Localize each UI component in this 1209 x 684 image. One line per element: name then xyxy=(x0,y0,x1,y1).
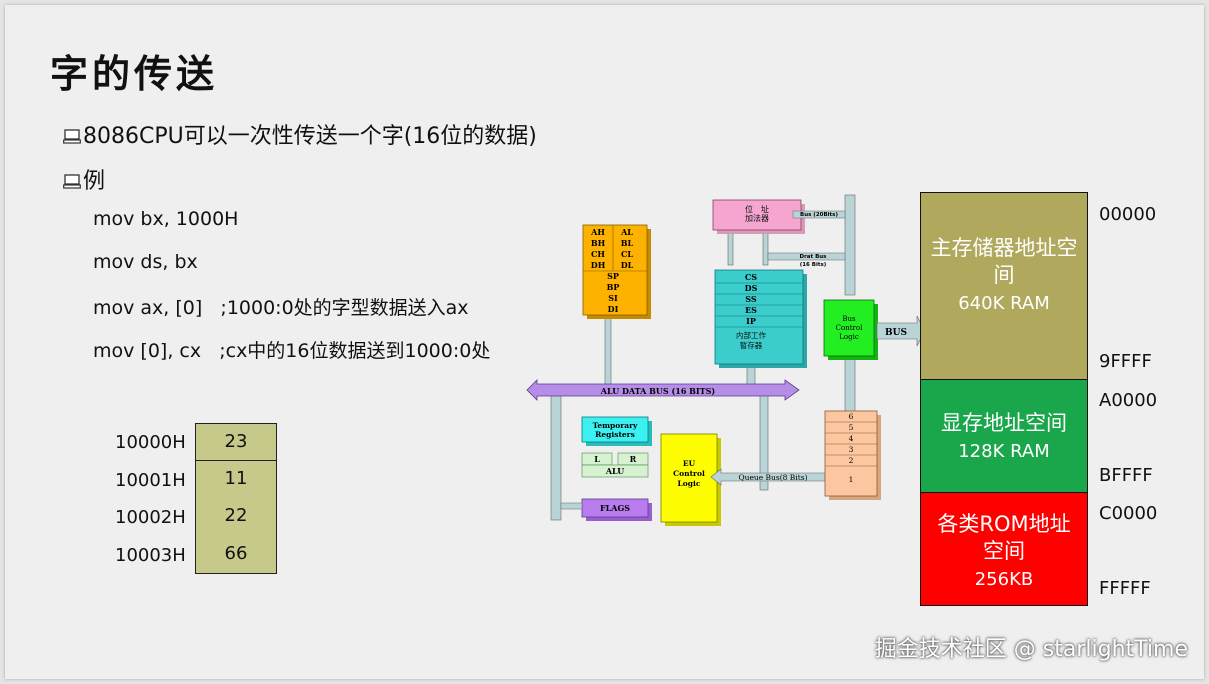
address-label: A0000 xyxy=(1099,390,1158,411)
alu xyxy=(581,464,649,478)
adder-link-line xyxy=(727,229,734,266)
flags-link xyxy=(560,502,583,510)
pointer-label: DI xyxy=(608,304,619,314)
alu-data-bus xyxy=(526,379,800,401)
watermark: 掘金技术社区 @ starlightTime xyxy=(874,637,1188,662)
queue-slot-label: 1 xyxy=(849,475,854,484)
register-label: AL xyxy=(620,227,633,237)
internal-registers-label: 内部工作暫存器 xyxy=(736,330,766,350)
address-bus-line xyxy=(792,210,846,219)
segment-label: SS xyxy=(745,294,757,304)
memory-segment-rom: 各类ROM地址空间 256KB xyxy=(920,493,1088,606)
register-label: AH xyxy=(590,227,605,237)
memory-map: 主存储器地址空间 640K RAM 显存地址空间 128K RAM 各类ROM地… xyxy=(920,192,1088,606)
external-bus-label: BUS xyxy=(885,328,907,338)
register-block xyxy=(582,224,648,316)
register-label: DL xyxy=(621,260,634,270)
memory-value: 66 xyxy=(195,535,277,574)
segment-label: IP xyxy=(746,316,756,326)
adder-link-line xyxy=(762,229,769,266)
queue-slot-label: 5 xyxy=(849,423,854,432)
memory-address: 10000H xyxy=(115,432,186,453)
bullet-text: 例 xyxy=(83,169,106,194)
alu-left-label: L xyxy=(594,454,600,464)
register-label: CH xyxy=(591,249,605,259)
queue-feed-line xyxy=(844,354,856,416)
slide: 字的传送 8086CPU可以一次性传送一个字(16位的数据) 例 mov bx,… xyxy=(5,5,1204,679)
segment-size: 128K RAM xyxy=(958,441,1050,462)
flags-bus-line xyxy=(550,394,562,521)
register-bus-line xyxy=(604,314,612,386)
slide-title: 字的传送 xyxy=(50,51,219,96)
data-bus-line xyxy=(767,252,846,261)
address-adder-label: 位 址加法器 xyxy=(745,204,769,223)
segment-size: 256KB xyxy=(974,569,1034,590)
pointer-label: SI xyxy=(608,293,618,303)
pointer-label: BP xyxy=(607,282,620,292)
segment-name: 各类ROM地址空间 xyxy=(937,512,1071,563)
segment-size: 640K RAM xyxy=(958,293,1050,314)
alu-data-bus-label: ALU DATA BUS (16 BITS) xyxy=(600,386,716,396)
bullet-item: 8086CPU可以一次性传送一个字(16位的数据) xyxy=(63,118,537,150)
alu-label: ALU xyxy=(605,466,624,476)
segment-label: CS xyxy=(745,272,757,282)
queue-slot-label: 2 xyxy=(849,456,854,465)
address-label: C0000 xyxy=(1099,503,1158,524)
address-label: FFFFF xyxy=(1099,578,1151,599)
code-line: mov ax, [0] ;1000:0处的字型数据送入ax xyxy=(93,297,469,319)
data-bus-label: Drat Bus xyxy=(800,254,828,260)
code-line: mov bx, 1000H xyxy=(93,208,239,230)
register-label: BL xyxy=(621,238,634,248)
queue-slot-label: 3 xyxy=(849,445,854,454)
queue-bus-label: Queue Bus(8 Bits) xyxy=(738,473,807,482)
memory-address: 10003H xyxy=(115,544,186,566)
instruction-queue xyxy=(824,410,878,497)
temporary-registers xyxy=(581,416,649,443)
cpu-architecture-diagram: AH AL BH BL CH CL DH DL SP BP SI DI 位 址加… xyxy=(526,194,926,526)
queue-slot-label: 6 xyxy=(849,412,854,421)
register-label: DH xyxy=(591,260,606,270)
bus-vertical-line xyxy=(844,194,856,296)
alu-right-label: R xyxy=(630,454,637,464)
address-adder xyxy=(712,199,802,231)
memory-value: 11 xyxy=(195,460,277,499)
memory-value: 23 xyxy=(195,423,277,461)
memory-value: 22 xyxy=(195,498,277,537)
flags-label: FLAGS xyxy=(600,503,630,513)
segment-name: 主存储器地址空间 xyxy=(930,236,1078,287)
queue-slot-label: 4 xyxy=(849,434,854,443)
memory-segment-main: 主存储器地址空间 640K RAM xyxy=(920,192,1088,380)
address-bus-label: Bus (20Bits) xyxy=(800,212,838,218)
address-label: BFFFF xyxy=(1099,465,1153,486)
general-registers: AH AL BH BL CH CL DH DL SP BP SI DI xyxy=(582,224,651,319)
memory-address: 10001H xyxy=(115,469,186,491)
memory-address: 10002H xyxy=(115,507,186,528)
register-label: BH xyxy=(591,238,606,248)
memory-segment-video: 显存地址空间 128K RAM xyxy=(920,380,1088,493)
segment-name: 显存地址空间 xyxy=(941,411,1067,435)
computer-icon xyxy=(63,174,81,189)
code-line: mov [0], cx ;cx中的16位数据送到1000:0处 xyxy=(93,340,491,362)
segment-label: ES xyxy=(745,305,757,315)
eu-control-logic xyxy=(660,433,718,523)
pointer-label: SP xyxy=(607,271,619,281)
computer-icon xyxy=(63,129,81,144)
register-label: CL xyxy=(621,249,633,259)
bullet-item: 例 xyxy=(63,163,105,195)
address-label: 9FFFF xyxy=(1099,351,1152,372)
data-bus-width-label: (16 Bits) xyxy=(800,262,827,268)
bus-control-logic xyxy=(823,299,875,357)
segment-registers xyxy=(714,269,804,365)
address-label: 00000 xyxy=(1099,204,1157,225)
bullet-text: 8086CPU可以一次性传送一个字(16位的数据) xyxy=(83,124,537,149)
code-line: mov ds, bx xyxy=(93,251,198,273)
segment-label: DS xyxy=(745,283,758,293)
